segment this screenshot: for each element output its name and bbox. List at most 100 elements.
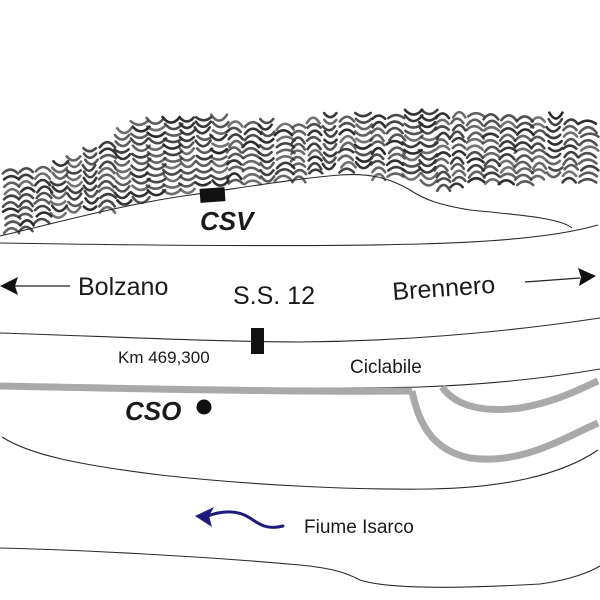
rock-hatch-stroke xyxy=(436,177,452,184)
rock-hatch-stroke xyxy=(307,168,324,175)
rock-hatch-stroke xyxy=(260,130,276,138)
rock-hatch-stroke xyxy=(530,116,547,123)
rock-hatch-stroke xyxy=(51,185,69,193)
rock-hatch-stroke xyxy=(210,159,230,168)
rock-hatch-stroke xyxy=(18,180,34,187)
rock-hatch-stroke xyxy=(401,172,422,181)
rock-hatch-stroke xyxy=(209,133,228,142)
rock-hatch-stroke xyxy=(545,159,562,166)
rock-hatch-stroke xyxy=(307,155,323,162)
rock-hatch-stroke xyxy=(98,147,117,155)
rock-hatch-stroke xyxy=(531,161,548,171)
rock-hatch-stroke xyxy=(129,119,149,127)
rock-hatch-stroke xyxy=(273,174,294,183)
rock-hatch-stroke xyxy=(81,163,97,173)
rock-hatch-stroke xyxy=(545,125,562,133)
rock-hatch-stroke xyxy=(531,155,547,162)
river-flow-arrow-icon xyxy=(195,507,285,529)
rock-hatch-stroke xyxy=(420,108,439,116)
rock-hatch-stroke xyxy=(113,159,131,167)
rock-hatch-stroke xyxy=(497,179,515,186)
rock-hatch-stroke xyxy=(451,123,467,132)
rock-hatch-stroke xyxy=(259,137,275,144)
rock-hatch-stroke xyxy=(209,155,228,161)
rock-hatch-stroke xyxy=(547,139,563,146)
rock-hatch-stroke xyxy=(419,135,439,142)
rock-hatch-stroke xyxy=(67,200,84,208)
rock-hatch-stroke xyxy=(449,156,465,165)
rock-hatch-stroke xyxy=(209,113,229,122)
rock-hatch-stroke xyxy=(465,150,484,160)
rock-hatch-stroke xyxy=(97,173,116,181)
rock-hatch-stroke xyxy=(18,167,35,174)
rock-hatch-stroke xyxy=(291,129,307,136)
rock-hatch-stroke xyxy=(241,140,261,149)
rock-hatch-stroke xyxy=(451,175,467,183)
rock-hatch-stroke xyxy=(34,178,52,187)
rock-hatch-stroke xyxy=(163,157,184,163)
rock-hatch-stroke xyxy=(129,171,149,179)
rock-hatch-stroke xyxy=(83,158,99,166)
rock-hatch-stroke xyxy=(561,170,578,178)
rock-hatch-stroke xyxy=(50,166,69,174)
rock-hatch-stroke xyxy=(483,158,501,167)
rock-hatch-stroke xyxy=(385,120,404,127)
rock-hatch-stroke xyxy=(179,129,196,136)
rock-hatch-stroke xyxy=(353,130,372,137)
rock-hatch-stroke xyxy=(114,140,132,148)
rock-hatch-stroke xyxy=(18,199,35,208)
rock-hatch-stroke xyxy=(577,177,598,184)
rock-hatch-stroke xyxy=(259,161,275,170)
rock-hatch-stroke xyxy=(162,183,183,189)
rock-hatch-stroke xyxy=(1,207,20,214)
rock-hatch-stroke xyxy=(435,183,452,193)
rock-hatch-stroke xyxy=(482,112,500,121)
rock-hatch-stroke xyxy=(577,151,598,159)
rock-hatch-stroke xyxy=(322,156,337,164)
rock-hatch-stroke xyxy=(513,134,533,143)
rock-hatch-stroke xyxy=(337,154,355,162)
rock-hatch-stroke xyxy=(193,126,212,135)
rock-hatch-stroke xyxy=(242,172,262,180)
gray-road-curve-upper xyxy=(439,377,600,413)
rock-hatch-stroke xyxy=(499,172,517,179)
rock-hatch-stroke xyxy=(243,133,263,142)
rock-hatch-stroke xyxy=(451,136,467,143)
rock-hatch-stroke xyxy=(99,192,118,200)
rock-hatch-stroke xyxy=(451,149,467,157)
rock-hatch-stroke xyxy=(418,126,438,135)
rock-hatch-stroke xyxy=(419,171,439,181)
csv-marker xyxy=(199,187,226,203)
rock-hatch-stroke xyxy=(387,113,406,120)
rock-hatch-stroke xyxy=(163,131,184,137)
rock-hatch-stroke xyxy=(194,139,212,148)
rock-hatch-stroke xyxy=(84,197,100,205)
rock-hatch-stroke xyxy=(178,135,196,143)
rock-hatch-stroke xyxy=(529,122,546,129)
gray-road-curve-lower xyxy=(408,390,600,463)
rock-hatch-stroke xyxy=(33,217,51,225)
rock-hatch-stroke xyxy=(515,115,534,123)
rock-hatch-stroke xyxy=(580,132,600,138)
rock-hatch-stroke xyxy=(241,146,261,154)
rock-hatch-stroke xyxy=(115,171,133,180)
rock-hatch-stroke xyxy=(497,159,516,168)
rock-hatch-stroke xyxy=(307,148,324,157)
arrow-right-icon xyxy=(524,268,596,286)
rock-hatch-stroke xyxy=(561,176,578,184)
rock-hatch-stroke xyxy=(385,159,405,167)
rock-hatch-stroke xyxy=(52,159,70,167)
rock-hatch-stroke xyxy=(82,170,98,179)
road-edge-line xyxy=(0,317,600,343)
rock-hatch-stroke xyxy=(227,152,245,160)
rock-hatch-stroke xyxy=(259,157,275,164)
rock-hatch-stroke xyxy=(210,174,230,181)
rock-face-hatching xyxy=(1,108,600,235)
rock-hatch-stroke xyxy=(275,142,296,149)
rock-hatch-stroke xyxy=(387,152,406,160)
rock-hatch-stroke xyxy=(482,171,501,178)
rock-hatch-stroke xyxy=(403,108,424,116)
rock-hatch-stroke xyxy=(401,161,422,168)
rock-hatch-stroke xyxy=(419,152,439,161)
